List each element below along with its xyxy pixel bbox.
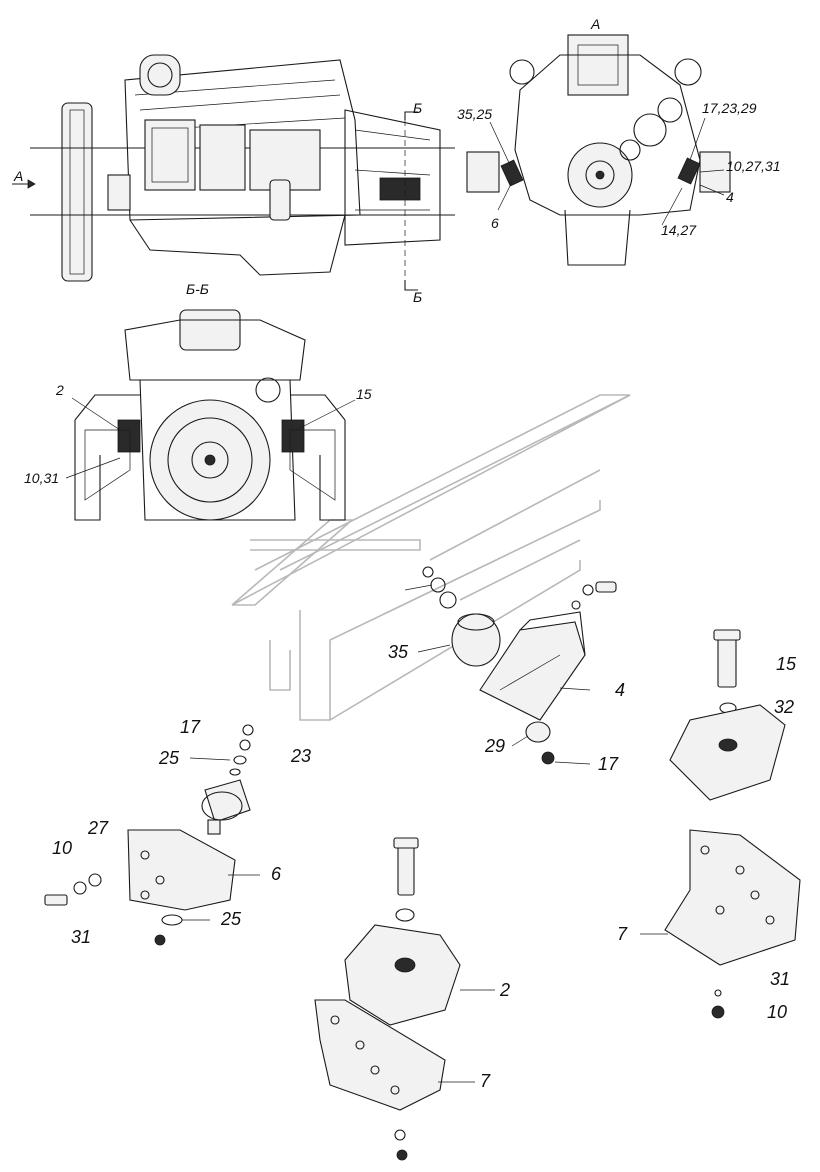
- callout-10-27-31: 10,27,31: [726, 158, 781, 174]
- callout-6-top: 6: [491, 215, 499, 231]
- engine-front-view: [466, 34, 731, 266]
- engine-section-view: [65, 309, 356, 521]
- callout-2-section: 2: [56, 382, 64, 398]
- part-17-b: 17: [180, 717, 201, 737]
- part-2: 2: [500, 980, 511, 1000]
- view-a-arrow-label: А: [14, 168, 24, 184]
- callout-17-23-29: 17,23,29: [702, 100, 757, 116]
- mount-assembly-bottom: [314, 837, 495, 1161]
- part-25-a: 25: [159, 748, 180, 768]
- part-10-b: 10: [767, 1002, 788, 1022]
- mount-assembly-left: [44, 724, 260, 946]
- callout-35-25: 35,25: [457, 106, 493, 122]
- section-mark-bottom: Б: [413, 289, 423, 305]
- callout-4-top: 4: [726, 189, 734, 205]
- engine-side-view: [12, 54, 455, 291]
- part-32: 32: [774, 697, 795, 717]
- part-4: 4: [615, 680, 626, 700]
- part-17-a: 17: [598, 754, 619, 774]
- section-mark-top: Б: [413, 100, 423, 116]
- part-7-b: 7: [480, 1071, 491, 1091]
- part-15: 15: [776, 654, 797, 674]
- callout-15-section: 15: [356, 386, 372, 402]
- callout-14-27: 14,27: [661, 222, 697, 238]
- part-35: 35: [388, 642, 409, 662]
- part-25-b: 25: [221, 909, 242, 929]
- mount-assembly-front: [404, 566, 617, 765]
- watermark-logo: [231, 394, 631, 721]
- mount-assembly-right: [640, 629, 801, 1019]
- part-31-a: 31: [71, 927, 92, 947]
- part-31-b: 31: [770, 969, 791, 989]
- part-6: 6: [271, 864, 282, 884]
- part-10-a: 10: [52, 838, 73, 858]
- callout-10-31-section: 10,31: [24, 470, 60, 486]
- view-a-title: А: [591, 16, 601, 32]
- part-23: 23: [291, 746, 312, 766]
- part-27: 27: [88, 818, 109, 838]
- part-29: 29: [485, 736, 506, 756]
- section-title: Б-Б: [186, 281, 209, 297]
- part-7-a: 7: [617, 924, 628, 944]
